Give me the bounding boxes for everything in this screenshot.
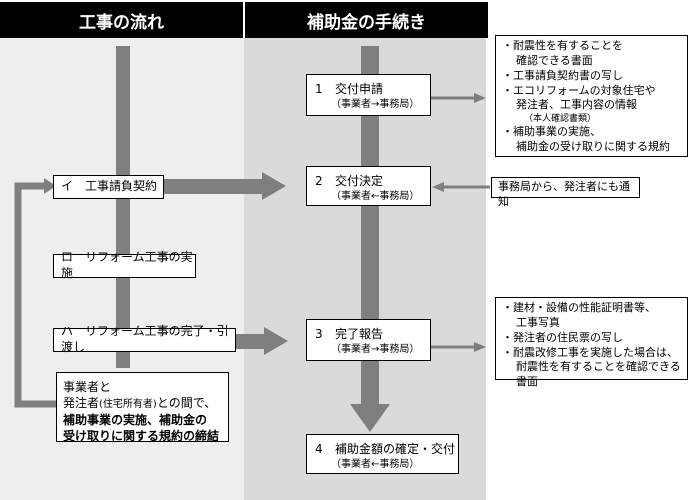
agreement-line1: 事業者と: [63, 380, 112, 394]
header-divider: [243, 2, 245, 38]
proc-1-application: 1 交付申請 （事業者→事務局）: [306, 74, 431, 116]
agreement-line4: 受け取りに関する規約の締結: [63, 428, 220, 443]
proc-4-settlement: 4 補助金額の確定・交付 （事業者←事務局）: [306, 434, 459, 474]
arrow-ha-to-report-head: [264, 327, 288, 355]
header-subsidy-procedure: 補助金の手続き: [245, 2, 488, 38]
note-report-documents: ・建材・設備の性能証明書等、 工事写真 ・発注者の住民票の写し ・耐震改修工事を…: [495, 297, 688, 388]
arrow-i-to-decision-shaft: [164, 179, 264, 194]
agreement-loop-arrowhead: [44, 178, 56, 194]
step-ha-label: ハ リフォーム工事の完了・引渡し: [61, 324, 229, 354]
agreement-loop-arrow: [14, 182, 56, 408]
proc-2-direction: （事業者←事務局）: [331, 190, 420, 202]
arrow-ha-to-report-shaft: [236, 334, 266, 349]
left-flow-bar: [116, 46, 130, 368]
proc-4-direction: （事業者←事務局）: [331, 458, 420, 470]
right-flow-arrowhead: [350, 404, 390, 432]
proc-2-number: 2: [315, 174, 323, 188]
step-ro-label: ロ リフォーム工事の実施: [61, 250, 193, 280]
note-application-documents: ・耐震性を有することを 確認できる書面 ・工事請負契約書の写し ・エコリフォーム…: [495, 35, 688, 157]
header-construction-flow: 工事の流れ: [0, 2, 243, 38]
step-ha-completion: ハ リフォーム工事の完了・引渡し: [53, 324, 236, 354]
proc-1-number: 1: [315, 82, 323, 96]
arrow-i-to-decision-head: [262, 172, 286, 200]
proc-3-title: 完了報告: [335, 327, 384, 341]
proc-3-number: 3: [315, 327, 323, 341]
note-decision-notice: 事務局から、発注者にも通知: [491, 177, 640, 208]
step-i-contract: イ 工事請負契約: [53, 175, 164, 199]
right-flow-bar: [361, 46, 379, 404]
proc-1-title: 交付申請: [335, 82, 384, 96]
proc-4-title: 補助金額の確定・交付: [335, 442, 456, 456]
proc-2-title: 交付決定: [335, 174, 384, 188]
proc-2-decision: 2 交付決定 （事業者←事務局）: [306, 166, 431, 206]
agreement-line3: 補助事業の実施、補助金の: [63, 412, 208, 427]
proc-3-direction: （事業者→事務局）: [331, 343, 420, 355]
agreement-line2: 発注者(住宅所有者)との間で、: [63, 396, 217, 411]
agreement-box: 事業者と 発注者(住宅所有者)との間で、 補助事業の実施、補助金の 受け取りに関…: [56, 372, 229, 443]
proc-1-direction: （事業者→事務局）: [331, 98, 420, 110]
step-i-label: イ 工事請負契約: [61, 179, 158, 194]
step-ro-construction: ロ リフォーム工事の実施: [53, 250, 196, 280]
proc-4-number: 4: [315, 442, 323, 456]
proc-3-report: 3 完了報告 （事業者→事務局）: [306, 319, 431, 361]
